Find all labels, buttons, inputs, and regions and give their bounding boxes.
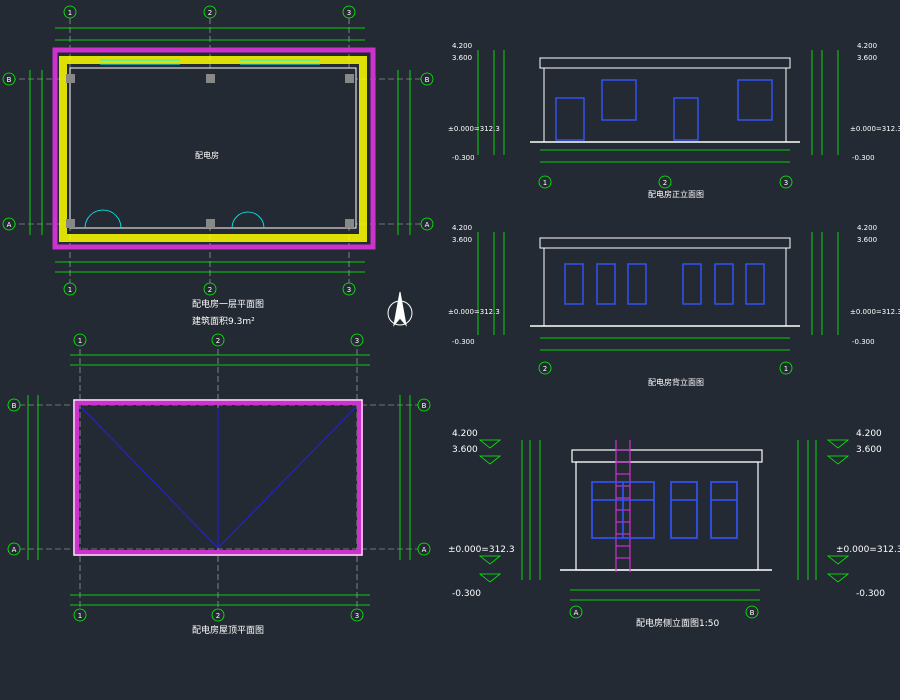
side-elevation-grid-label-b: B	[750, 609, 755, 617]
front-elevation-parapet	[539, 57, 791, 69]
plan-dimension-lines	[29, 27, 411, 273]
roof-grid-label-a-right: A	[422, 546, 427, 554]
side-elevation-level-zero-left: ±0.000=312.3	[448, 545, 515, 555]
front-elevation-level-ground-right: -0.300	[852, 154, 875, 162]
plan-grid-label-b-right: B	[425, 76, 430, 84]
plan-grid-label-b-left: B	[7, 76, 12, 84]
roof-grid-label-2-top: 2	[216, 337, 220, 345]
plan-grid-label-3-top: 3	[347, 9, 351, 17]
front-elevation-openings	[555, 79, 773, 141]
side-elevation: A B 4.200 3.600 ±0.000=312.3 -0.300 4.20…	[448, 429, 900, 629]
side-elevation-dimension-lines	[521, 440, 817, 601]
back-elevation: 2 1 4.200 3.600 ±0.000=312.3 -0.300 4.20…	[448, 224, 900, 387]
back-elevation-level-zero-left: ±0.000=312.3	[448, 308, 500, 316]
plan-grid-label-3-bottom: 3	[347, 286, 351, 294]
plan-area-label: 建筑面积9.3m²	[192, 315, 255, 327]
front-elevation-grid-label-3: 3	[784, 179, 788, 187]
side-elevation-grid-label-a: A	[574, 609, 579, 617]
roof-grid-label-1-bottom: 1	[78, 612, 82, 620]
roof-grid-label-2-bottom: 2	[216, 612, 220, 620]
front-elevation-level-zero-left: ±0.000=312.3	[448, 125, 500, 133]
front-elevation-level-zero-right: ±0.000=312.3	[850, 125, 900, 133]
plan-room-label: 配电房	[195, 150, 219, 160]
back-elevation-wall	[543, 247, 787, 327]
side-elevation-level-markers	[478, 439, 850, 583]
side-elevation-level-ground-right: -0.300	[856, 589, 885, 599]
back-elevation-level-zero-right: ±0.000=312.3	[850, 308, 900, 316]
plan-windows	[100, 59, 320, 65]
plan-grid-bubbles	[2, 5, 434, 296]
plan-wall-fill	[59, 56, 367, 242]
roof-grid-label-1-top: 1	[78, 337, 82, 345]
front-elevation-grid-label-1: 1	[543, 179, 547, 187]
front-elevation-level-top-left: 4.200	[452, 42, 472, 50]
front-elevation-grid-bubbles	[538, 175, 793, 189]
back-elevation-level-eave-left: 3.600	[452, 236, 472, 244]
roof-grid-label-b-right: B	[422, 402, 427, 410]
side-elevation-level-top-left: 4.200	[452, 429, 478, 439]
side-elevation-level-ground-left: -0.300	[452, 589, 481, 599]
back-elevation-dimension-lines	[477, 232, 839, 351]
plan-doors	[84, 209, 265, 229]
roof-grid-label-a-left: A	[12, 546, 17, 554]
back-elevation-level-ground-right: -0.300	[852, 338, 875, 346]
back-elevation-title: 配电房背立面图	[648, 377, 704, 387]
plan-grid-label-1-top: 1	[68, 9, 72, 17]
front-elevation: 1 2 3 4.200 3.600 ±0.000=312.3 -0.300 4.…	[448, 42, 900, 199]
roof-grid-label-3-top: 3	[355, 337, 359, 345]
side-elevation-level-eave-right: 3.600	[856, 445, 882, 455]
plan-grid-label-a-left: A	[7, 221, 12, 229]
back-elevation-grid-label-2: 2	[543, 365, 547, 373]
roof-outline	[73, 399, 363, 556]
back-elevation-level-top-left: 4.200	[452, 224, 472, 232]
roof-parapet	[73, 399, 363, 556]
back-elevation-level-ground-left: -0.300	[452, 338, 475, 346]
side-elevation-wall	[575, 461, 759, 571]
side-elevation-grid-bubbles	[569, 605, 759, 619]
plan-columns	[66, 74, 354, 228]
back-elevation-level-top-right: 4.200	[857, 224, 877, 232]
plan-title: 配电房一层平面图	[192, 298, 264, 310]
roof-plan: 1 2 3 1 2 3 B A B A 配电房屋顶平面图	[7, 333, 431, 636]
floor-plan: 配电房 配电房一层平面图 建筑面积9.3m² 1 2 3 1 2 3 B A B…	[2, 5, 434, 327]
plan-grid-label-a-right: A	[425, 221, 430, 229]
plan-grid-label-1-bottom: 1	[68, 286, 72, 294]
back-elevation-grid-label-1: 1	[784, 365, 788, 373]
front-elevation-dimension-lines	[477, 50, 839, 163]
side-elevation-level-zero-right: ±0.000=312.3	[836, 545, 900, 555]
roof-slope-lines	[81, 407, 356, 549]
plan-outer-wall	[52, 47, 376, 250]
side-elevation-title: 配电房侧立面图1:50	[636, 617, 719, 629]
roof-dimension-lines	[27, 354, 411, 606]
plan-inner-wall	[69, 67, 357, 229]
roof-grid-label-b-left: B	[12, 402, 17, 410]
roof-grid-label-3-bottom: 3	[355, 612, 359, 620]
back-elevation-parapet	[539, 237, 791, 249]
front-elevation-title: 配电房正立面图	[648, 189, 704, 199]
back-elevation-windows	[564, 263, 765, 305]
front-elevation-wall	[543, 67, 787, 143]
side-elevation-level-top-right: 4.200	[856, 429, 882, 439]
back-elevation-grid-bubbles	[538, 361, 793, 375]
north-arrow-icon	[387, 291, 413, 327]
front-elevation-level-eave-right: 3.600	[857, 54, 877, 62]
side-elevation-level-eave-left: 3.600	[452, 445, 478, 455]
front-elevation-grid-label-2: 2	[663, 179, 667, 187]
front-elevation-level-top-right: 4.200	[857, 42, 877, 50]
plan-grid-label-2-top: 2	[208, 9, 212, 17]
plan-grid-label-2-bottom: 2	[208, 286, 212, 294]
side-elevation-parapet	[571, 449, 763, 463]
front-elevation-level-eave-left: 3.600	[452, 54, 472, 62]
front-elevation-level-ground-left: -0.300	[452, 154, 475, 162]
roof-title: 配电房屋顶平面图	[192, 624, 264, 636]
roof-grid-bubbles	[7, 333, 431, 622]
side-elevation-windows	[591, 481, 738, 539]
back-elevation-level-eave-right: 3.600	[857, 236, 877, 244]
